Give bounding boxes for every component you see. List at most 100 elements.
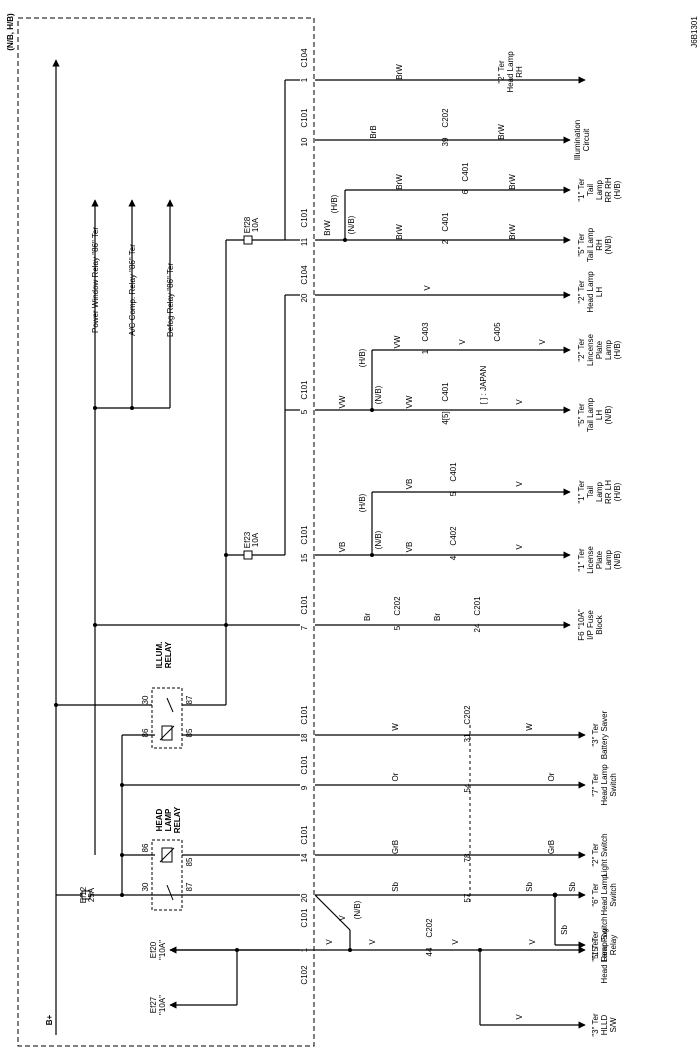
svg-text:C403: C403 [421,322,430,342]
svg-text:Ef28: Ef28 [243,216,252,233]
svg-text:C104: C104 [300,265,309,285]
svg-text:C101: C101 [300,825,309,845]
svg-text:85: 85 [185,857,194,866]
svg-text:BrW: BrW [323,220,332,236]
svg-text:VB: VB [338,542,347,553]
svg-text:C202: C202 [425,918,434,938]
svg-text:15: 15 [300,553,309,562]
svg-text:"3" Ter: "3" Ter [591,723,600,747]
svg-text:LAMP: LAMP [164,808,173,831]
svg-text:Plate: Plate [595,340,604,359]
svg-text:LH: LH [595,287,604,297]
svg-text:Lamp: Lamp [604,339,613,360]
illum-relay: ILLUM. RELAY 86 30 85 87 [141,641,194,749]
wire-ef20-ef27: Ef20 "10A" Ef27 "10A" [149,940,300,1015]
svg-text:Illumination: Illumination [573,120,582,160]
svg-text:Ef23: Ef23 [243,531,252,548]
svg-text:11: 11 [300,237,309,246]
svg-text:GrB: GrB [547,840,556,854]
svg-text:F6 "10A": F6 "10A" [577,609,586,641]
svg-text:(H/B): (H/B) [613,340,622,359]
svg-text:87: 87 [185,882,194,891]
svg-text:C401: C401 [449,462,458,482]
svg-text:C202: C202 [463,705,472,725]
svg-text:Head Lamp: Head Lamp [600,764,609,806]
svg-text:20: 20 [300,893,309,902]
svg-text:"15" Ter: "15" Ter [591,931,600,959]
wire-license-nb: 15 C101 VB (H/B) (N/B) VB VB 5 C401 4 C4… [300,462,622,574]
svg-text:Light Switch: Light Switch [600,833,609,876]
svg-text:V: V [538,339,547,345]
svg-text:Sb: Sb [525,882,534,892]
wire-head-lamp-rh: 1 C104 BrW "2" Ter Head Lamp RH [300,48,586,93]
svg-text:"10A": "10A" [158,940,167,960]
svg-text:C101: C101 [300,705,309,725]
svg-text:"2" Ter: "2" Ter [497,60,506,84]
svg-text:C101: C101 [300,595,309,615]
svg-text:1: 1 [300,947,309,952]
svg-text:54: 54 [463,783,472,792]
diagram-code: J6B1301 [690,16,699,48]
svg-text:C401: C401 [461,162,470,182]
defog-relay-label: Defog Relay "86" Ter [166,263,175,337]
svg-text:License: License [586,546,595,574]
svg-text:Or: Or [391,772,400,781]
svg-text:V: V [515,399,524,405]
svg-text:C202: C202 [393,596,402,616]
svg-text:[ ] : JAPAN: [ ] : JAPAN [479,366,488,405]
svg-text:C101: C101 [300,108,309,128]
wire-fuse-f6: 7 C101 Br 5 C202 Br 24 C201 F6 "10A" I/P… [300,595,604,641]
svg-text:9: 9 [300,785,309,790]
svg-text:Or: Or [547,772,556,781]
svg-text:RH: RH [595,239,604,251]
svg-text:V: V [458,339,467,345]
svg-text:Plate: Plate [595,550,604,569]
svg-text:Head Lamp: Head Lamp [586,271,595,313]
svg-text:31: 31 [463,733,472,742]
svg-text:V: V [451,939,460,945]
svg-text:(N/B): (N/B) [604,405,613,424]
wire-light-switch: 14 C101 GrB 78 GrB "2" Ter Light Switch [300,825,609,877]
svg-text:RR LH: RR LH [604,480,613,504]
svg-text:(H/B): (H/B) [613,482,622,501]
svg-text:C101: C101 [300,525,309,545]
svg-text:BrW: BrW [395,174,404,190]
svg-text:39: 39 [441,137,450,146]
wire-head-lamp-lh: 20 C104 V "2" Ter Head Lamp LH [300,265,604,313]
svg-text:C102: C102 [300,965,309,985]
svg-text:86: 86 [141,728,150,737]
svg-text:Lamp: Lamp [604,549,613,570]
svg-text:10A: 10A [251,217,260,232]
svg-text:C405: C405 [493,322,502,342]
svg-text:Sb: Sb [391,882,400,892]
svg-text:Ef20: Ef20 [149,941,158,958]
svg-text:VB: VB [405,479,414,490]
svg-text:4[5]: 4[5] [441,411,450,424]
svg-text:Circuit: Circuit [582,128,591,151]
svg-text:C101: C101 [300,380,309,400]
svg-text:(N/B): (N/B) [347,215,356,234]
svg-text:Block: Block [595,614,604,635]
svg-text:ILLUM.: ILLUM. [155,642,164,669]
svg-text:"1" Ter: "1" Ter [577,480,586,504]
svg-text:BrW: BrW [508,224,517,240]
svg-text:V: V [515,544,524,550]
svg-text:Tail Lamp: Tail Lamp [586,227,595,262]
battery-label: B+ [45,1014,54,1025]
svg-text:BrW: BrW [508,174,517,190]
svg-text:C101: C101 [300,908,309,928]
svg-text:25A: 25A [87,887,96,902]
svg-text:V: V [515,1014,524,1020]
svg-text:BrW: BrW [395,224,404,240]
svg-text:(N/B): (N/B) [374,530,383,549]
svg-text:BrB: BrB [369,125,378,138]
fuse-ef12: Ef12 25A [79,886,96,903]
svg-text:"6" Ter: "6" Ter [591,883,600,907]
svg-text:10: 10 [300,137,309,146]
svg-text:C201: C201 [473,596,482,616]
svg-text:S/W: S/W [609,1017,618,1033]
svg-text:V: V [423,285,432,291]
svg-text:V: V [515,481,524,487]
svg-text:Tail: Tail [586,486,595,498]
svg-text:5: 5 [300,409,309,414]
